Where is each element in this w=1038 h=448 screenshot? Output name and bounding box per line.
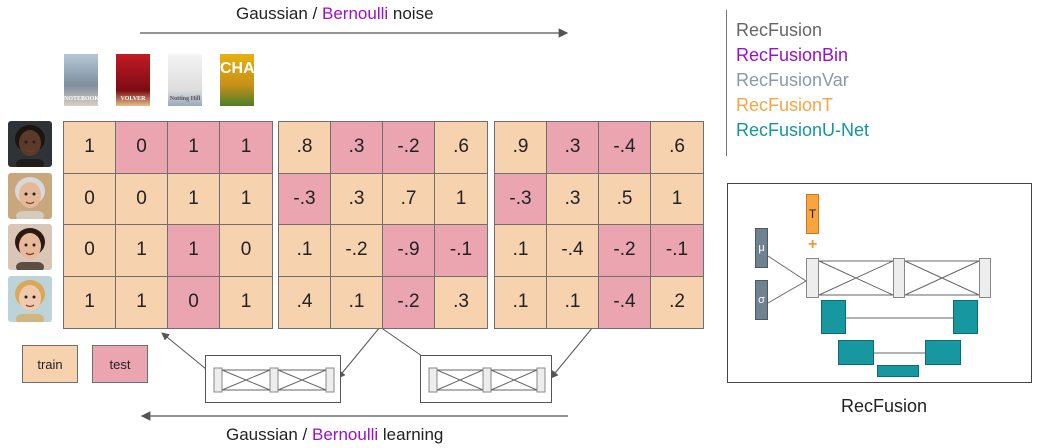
matrix-cell: 0 bbox=[64, 225, 116, 277]
matrix-cell: -.2 bbox=[331, 225, 383, 277]
matrix-cell: -.1 bbox=[651, 225, 703, 277]
matrix-cell: .2 bbox=[651, 276, 703, 328]
matrix-cell: .3 bbox=[547, 173, 599, 225]
notting-hill-poster-icon: Notting Hill bbox=[168, 54, 202, 106]
matrix3-to-net2-arrow bbox=[550, 326, 594, 379]
matrix-cell: 0 bbox=[116, 122, 168, 174]
matrix-cell: .5 bbox=[599, 173, 651, 225]
poster-caption: CHA bbox=[220, 60, 254, 77]
unet-decoder-block-2 bbox=[925, 340, 961, 365]
matrix-cell: .1 bbox=[495, 225, 547, 277]
matrix-cell: -.4 bbox=[599, 276, 651, 328]
model-name: RecFusionVar bbox=[736, 70, 849, 90]
architecture-panel bbox=[727, 183, 1032, 383]
model-list-divider bbox=[726, 10, 727, 156]
unet-mid-layer bbox=[893, 258, 905, 298]
matrix-cell: 1 bbox=[116, 225, 168, 277]
poster-caption: NOTEBOOK bbox=[64, 96, 98, 102]
forward-process-caption: Gaussian / Bernoulli noise bbox=[236, 4, 434, 23]
matrix-cell: 1 bbox=[64, 276, 116, 328]
poster-caption: VOLVER bbox=[120, 96, 146, 102]
volver-poster-icon: VOLVER bbox=[116, 54, 150, 106]
matrix-cell: .3 bbox=[331, 173, 383, 225]
model-name: RecFusionU-Net bbox=[736, 120, 870, 140]
matrix-cell: .9 bbox=[495, 122, 547, 174]
notebook-poster-icon: NOTEBOOK bbox=[64, 54, 98, 106]
dark-man-avatar-icon bbox=[8, 121, 52, 167]
matrix-cell: .1 bbox=[279, 225, 331, 277]
sigma-input-block: σ bbox=[755, 280, 768, 320]
model-name: RecFusionT bbox=[736, 95, 834, 115]
matrix-cell: 1 bbox=[64, 122, 116, 174]
matrix-cell: .3 bbox=[547, 122, 599, 174]
matrix-cell: -.2 bbox=[599, 225, 651, 277]
matrix-cell: 0 bbox=[64, 173, 116, 225]
model-name: RecFusionBin bbox=[736, 45, 849, 65]
cha-poster-icon: CHA bbox=[220, 54, 254, 106]
matrix-cell: .3 bbox=[435, 276, 487, 328]
timestep-input-block: T bbox=[806, 194, 819, 234]
architecture-connections bbox=[767, 255, 980, 354]
matrix-cell: 1 bbox=[168, 173, 220, 225]
network-2-diagram bbox=[428, 367, 546, 393]
unet-bottleneck-block bbox=[877, 365, 919, 377]
reverse-process-caption: Gaussian / Bernoulli learning bbox=[226, 425, 444, 444]
matrix-cell: .1 bbox=[495, 276, 547, 328]
matrix-cell: 1 bbox=[168, 225, 220, 277]
architecture-caption: RecFusion bbox=[841, 396, 928, 416]
matrix-cell: 1 bbox=[168, 122, 220, 174]
matrix-cell: .1 bbox=[547, 276, 599, 328]
matrix-cell: 1 bbox=[435, 173, 487, 225]
matrix-cell: .6 bbox=[435, 122, 487, 174]
matrix2-to-net1-arrow bbox=[337, 326, 381, 379]
matrix2-to-net2-line bbox=[379, 326, 423, 357]
matrix-cell: .8 bbox=[279, 122, 331, 174]
network-1-diagram bbox=[213, 367, 335, 393]
unet-input-layer bbox=[806, 258, 819, 298]
matrix-cell: -.1 bbox=[435, 225, 487, 277]
legend-test: test bbox=[92, 345, 148, 383]
unet-encoder-block-2 bbox=[838, 340, 874, 365]
unet-encoder-block-1 bbox=[821, 300, 846, 334]
matrix-cell: -.4 bbox=[599, 122, 651, 174]
poster-caption: Notting Hill bbox=[169, 96, 201, 102]
model-name: RecFusion bbox=[736, 20, 823, 40]
matrix-cell: 1 bbox=[116, 276, 168, 328]
mu-input-block: μ bbox=[755, 228, 768, 268]
matrix-cell: 1 bbox=[220, 276, 272, 328]
matrix-cell: .3 bbox=[331, 122, 383, 174]
denoising-network-2 bbox=[420, 355, 552, 403]
young-woman-avatar-icon bbox=[8, 224, 52, 270]
matrix-cell: .7 bbox=[383, 173, 435, 225]
unet-decoder-block-1 bbox=[953, 300, 978, 334]
old-woman-avatar-icon bbox=[8, 173, 52, 219]
matrix-cell: 1 bbox=[220, 173, 272, 225]
matrix-cell: -.2 bbox=[383, 122, 435, 174]
matrix-cell: 1 bbox=[651, 173, 703, 225]
plus-icon: + bbox=[808, 236, 818, 253]
matrix-cell: 0 bbox=[116, 173, 168, 225]
matrix-cell: .1 bbox=[331, 276, 383, 328]
denoising-network-1 bbox=[205, 355, 341, 403]
matrix-cell: 1 bbox=[220, 122, 272, 174]
blonde-girl-avatar-icon bbox=[8, 276, 52, 322]
matrix-cell: .4 bbox=[279, 276, 331, 328]
matrix-cell: 0 bbox=[168, 276, 220, 328]
legend-train: train bbox=[22, 345, 78, 383]
matrix-cell: .6 bbox=[651, 122, 703, 174]
matrix-cell: -.2 bbox=[383, 276, 435, 328]
matrix-cell: -.3 bbox=[279, 173, 331, 225]
matrix-cell: -.3 bbox=[495, 173, 547, 225]
unet-output-layer bbox=[979, 258, 991, 298]
matrix-cell: -.9 bbox=[383, 225, 435, 277]
matrix-cell: -.4 bbox=[547, 225, 599, 277]
matrix-cell: 0 bbox=[220, 225, 272, 277]
